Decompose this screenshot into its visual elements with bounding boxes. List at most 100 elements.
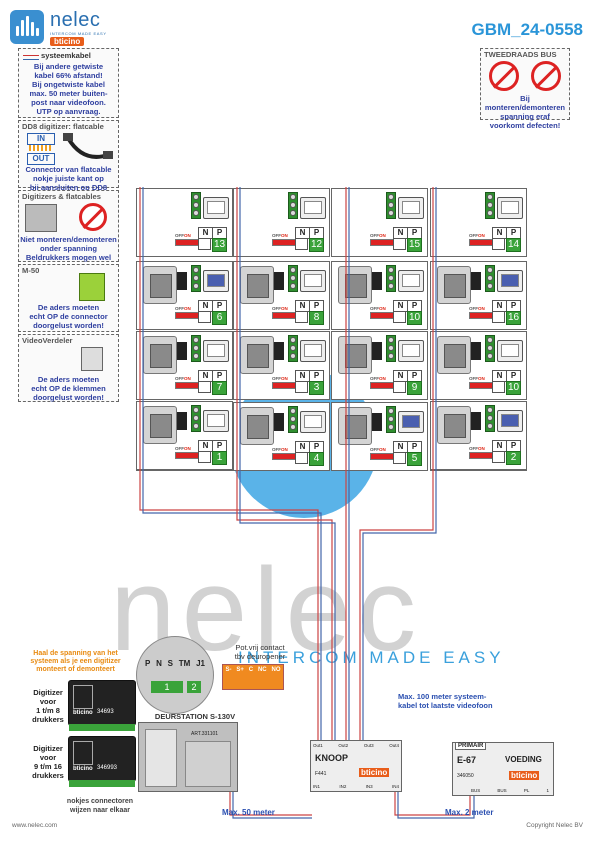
apartment-number: 14 — [506, 238, 521, 252]
relay-connector: S- S+ C NC NO — [222, 664, 284, 690]
warning-line: monteert of demonteert — [36, 666, 115, 673]
note-line: voorkomt defecten! — [489, 121, 561, 130]
nelec-logo-icon — [10, 10, 44, 44]
connector-block — [274, 413, 284, 431]
dig-line: drukkers — [32, 771, 64, 780]
videophone-icon — [497, 340, 523, 362]
note-line: Bij monteren/demonteren — [484, 94, 566, 112]
bus-terminal — [485, 335, 495, 362]
apartment-number: 5 — [407, 452, 422, 466]
bus-terminal — [386, 406, 396, 433]
connector-block — [471, 342, 481, 360]
brand-small: bticino — [73, 710, 93, 716]
on-label: ON — [184, 233, 191, 238]
videophone-icon — [203, 410, 229, 432]
off-label: OFF — [272, 447, 281, 452]
note-line: Bij ongetwiste kabel — [31, 80, 105, 89]
note-line: UTP op aanvraag. — [36, 107, 101, 116]
connector-block — [177, 272, 187, 290]
off-label: OFF — [469, 446, 478, 451]
digitizer-module — [437, 336, 471, 374]
digitizer2-label: Digitizer voor 9 t/m 16 drukkers — [28, 744, 68, 780]
videophone-icon — [300, 197, 326, 219]
note-line: kabel 66% afstand! — [34, 71, 103, 80]
digitizer-unit-2: bticino 346993 — [68, 736, 136, 787]
on-label: ON — [478, 446, 485, 451]
on-label: ON — [478, 233, 485, 238]
switch-label: OFFON — [469, 376, 485, 381]
bus-terminal — [288, 406, 298, 433]
max100-line: kabel tot laatste videofoon — [398, 701, 493, 710]
connector-block — [471, 412, 481, 430]
voeding-title: VOEDING — [505, 755, 542, 764]
videophone-icon — [398, 197, 424, 219]
footer-copyright: Copyright Nelec BV — [526, 822, 583, 829]
note-line: doorgelust worden! — [33, 393, 104, 402]
name-plate — [198, 381, 211, 393]
pcb-icon — [145, 729, 177, 787]
out-label: OUT — [27, 153, 55, 165]
terminal-jumper: 2 — [187, 681, 201, 693]
bus-terminal — [191, 192, 201, 219]
digitizer-module — [143, 266, 177, 304]
apartment-number: 4 — [309, 452, 324, 466]
on-label: ON — [281, 447, 288, 452]
apartment-number: 10 — [407, 311, 422, 325]
note-line: onder spanning — [40, 244, 97, 253]
bus-terminal — [288, 265, 298, 292]
digitizer-module — [240, 407, 274, 445]
connector-icon — [79, 273, 105, 301]
bus-terminal — [386, 192, 396, 219]
off-label: OFF — [370, 233, 379, 238]
off-label: OFF — [175, 446, 184, 451]
voeding-term: BUS — [471, 788, 481, 793]
name-plate — [492, 311, 505, 323]
voeding-unit: PRIMAIR E-67 VOEDING 346050 bticino BUS … — [452, 742, 554, 796]
connector-block — [372, 342, 382, 360]
dig-line: voor — [39, 697, 57, 706]
p-label: P — [212, 300, 227, 312]
switch-label: OFFON — [469, 446, 485, 451]
off-label: OFF — [175, 376, 184, 381]
name-plate — [198, 311, 211, 323]
note-title: DD8 digitizer: flatcable — [22, 122, 104, 131]
bus-terminal — [485, 405, 495, 432]
footer-url: www.nelec.com — [12, 822, 58, 829]
off-label: OFF — [175, 306, 184, 311]
terminal-label: TM — [178, 659, 191, 668]
connector-block — [471, 272, 481, 290]
digitizer-module — [437, 266, 471, 304]
switch-label: OFFON — [370, 233, 386, 238]
name-plate — [198, 451, 211, 463]
switch-label: OFFON — [175, 233, 191, 238]
knoop-port: Out1 — [313, 743, 323, 748]
note-dd8: DD8 digitizer: flatcable IN OUT Connecto… — [18, 120, 119, 192]
note-line: spanning eraf — [500, 112, 550, 121]
apartment-number: 10 — [506, 381, 521, 395]
apartment-number: 16 — [506, 311, 521, 325]
digitizer-module — [240, 336, 274, 374]
name-plate — [295, 311, 308, 323]
on-label: ON — [379, 447, 386, 452]
note-line: Niet monteren/demonteren — [20, 235, 117, 244]
on-label: ON — [184, 376, 191, 381]
off-label: OFF — [272, 233, 281, 238]
note-line: De aders moeten — [37, 375, 100, 384]
digitizer-module — [338, 336, 372, 374]
unit-code: 34693 — [97, 709, 114, 715]
name-plate — [295, 238, 308, 250]
terminal-number: 1 — [151, 681, 183, 693]
note-title: systeemkabel — [41, 51, 91, 60]
name-plate — [492, 381, 505, 393]
switch-label: OFFON — [272, 306, 288, 311]
document-code: GBM_24-0558 — [471, 20, 583, 39]
